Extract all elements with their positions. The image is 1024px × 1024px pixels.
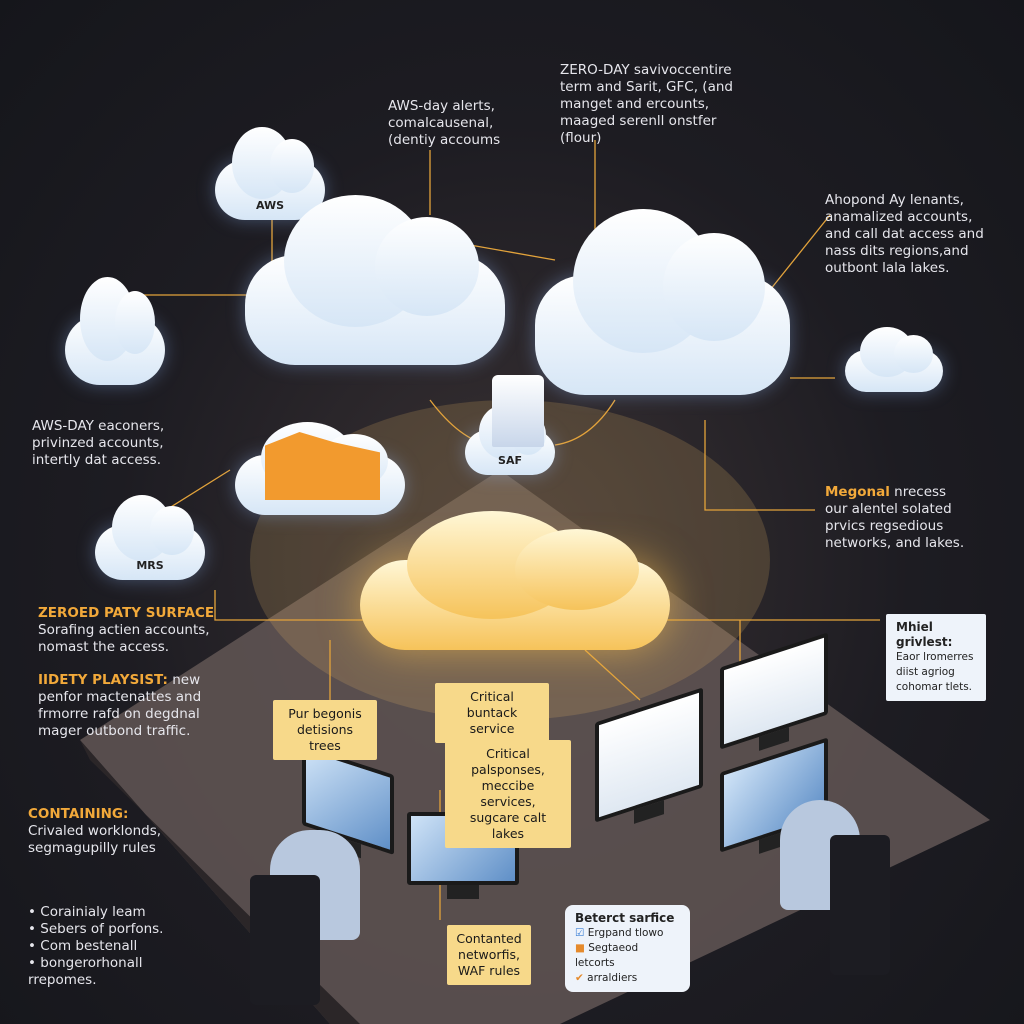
card-title: Beterct sarfice: [575, 911, 675, 925]
cloud-main-right[interactable]: [535, 209, 790, 395]
critical-service-box[interactable]: Critical buntack service: [435, 683, 549, 743]
check-item[interactable]: ■ Segtaeod letcorts: [575, 941, 680, 971]
cloud-label: MRS: [136, 559, 164, 572]
check-item-label: Ergpand tlowo: [587, 927, 664, 939]
cloud-core[interactable]: [360, 510, 670, 650]
left-section-3: CONTAINING:Crivaled worklonds, segmagupi…: [28, 806, 161, 857]
annotation-right-middle: Megonal nrecess our alentel solated prvi…: [825, 484, 964, 552]
chair-right: [830, 835, 890, 975]
annotation-top-center: AWS-day alerts, comalcausenal, (dentiy a…: [388, 98, 501, 148]
section-body: Sorafing actien accounts, nomast the acc…: [38, 622, 210, 655]
cloud-main-left[interactable]: [245, 194, 505, 365]
checkmark-icon: ✔: [575, 972, 584, 984]
cloud-left[interactable]: [65, 276, 165, 385]
detect-surface-card: Beterct sarfice ☑ Ergpand tlowo ■ Segtae…: [565, 905, 690, 992]
annotation-right-upper: Ahopond Ay lenants, anamalized accounts,…: [825, 192, 984, 276]
check-item[interactable]: ✔ arraldiers: [575, 971, 680, 986]
decisions-box[interactable]: Pur begonis detisions trees: [273, 700, 377, 760]
cloud-mrs[interactable]: MRS: [95, 494, 205, 580]
section-heading: CONTAINING:: [28, 806, 129, 822]
cloud-label: SAF: [498, 454, 522, 467]
bullet-text: Corainialy leam: [40, 904, 146, 920]
critical-responses-box[interactable]: Critical palsponses, meccibe services, s…: [445, 740, 571, 848]
section-body: new penfor mactenattes and frmorre rafd …: [38, 672, 202, 739]
check-item-label: Segtaeod letcorts: [575, 942, 639, 969]
bullet-item: • Sebers of porfons.: [28, 921, 164, 937]
server-icon: [492, 375, 544, 447]
section-heading: ZEROED PATY SURFACE: [38, 605, 215, 621]
bullet-item: • Com bestenall: [28, 938, 138, 954]
square-icon: ■: [575, 942, 585, 954]
bullet-text: Sebers of porfons.: [40, 921, 164, 937]
bullet-text: bongerorhonall rrepomes.: [28, 955, 143, 988]
check-box-icon: ☑: [575, 927, 585, 939]
check-item-label: arraldiers: [587, 972, 638, 984]
card-body: Eaor lromerres diist agriog cohomar tlet…: [896, 651, 974, 693]
annotation-top-right: ZERO-DAY savivoccentire term and Sarit, …: [560, 62, 733, 146]
bullet-item: • bongerorhonall rrepomes.: [28, 955, 143, 988]
card-title: Mhiel grivlest:: [896, 620, 953, 649]
right-info-card: Mhiel grivlest: Eaor lromerres diist agr…: [886, 614, 986, 701]
cloud-right[interactable]: [845, 326, 943, 392]
chair-left: [250, 875, 320, 1005]
section-body: Crivaled worklonds, segmagupilly rules: [28, 823, 162, 856]
contained-box[interactable]: Contanted networfis, WAF rules: [447, 925, 531, 985]
bullet-list: • Corainialy leam• Sebers of porfons.• C…: [28, 904, 228, 989]
annotation-heading: Megonal: [825, 484, 890, 500]
annotation-body: nrecess our alentel solated prvics regse…: [825, 484, 965, 551]
check-item[interactable]: ☑ Ergpand tlowo: [575, 926, 680, 941]
cloud-label: AWS: [255, 199, 285, 212]
left-section-2: IIDETY PLAYSIST: new penfor mactenattes …: [38, 672, 201, 740]
bullet-text: Com bestenall: [40, 938, 138, 954]
annotation-left-middle: AWS-DAY eaconers, privinzed accounts, in…: [32, 418, 165, 468]
cloud-aws[interactable]: AWS: [215, 127, 325, 220]
bullet-item: • Corainialy leam: [28, 904, 146, 920]
section-heading: IIDETY PLAYSIST:: [38, 672, 168, 688]
